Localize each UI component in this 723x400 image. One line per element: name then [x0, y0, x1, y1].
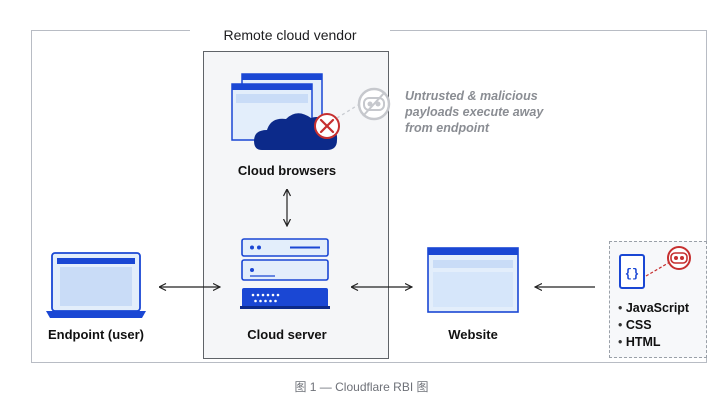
code-item: CSS [618, 317, 689, 334]
endpoint-label: Endpoint (user) [47, 327, 145, 342]
annotation-line: from endpoint [405, 121, 490, 135]
website-window-icon [427, 247, 519, 313]
annotation-line: payloads execute away [405, 105, 544, 119]
annotation-line: Untrusted & malicious [405, 89, 538, 103]
code-item: JavaScript [618, 300, 689, 317]
x-mark-icon [314, 113, 340, 139]
cloud-server-label: Cloud server [247, 327, 327, 342]
code-item: HTML [618, 334, 689, 351]
malware-mask-icon [357, 87, 391, 121]
figure-caption: 图 1 — Cloudflare RBI 图 [294, 380, 429, 394]
threat-annotation: Untrusted & malicious payloads execute a… [405, 88, 575, 136]
code-item-list: JavaScript CSS HTML [618, 300, 689, 351]
threat-mask-icon [667, 246, 691, 270]
svg-text:{}: {} [625, 267, 639, 281]
code-braces-icon: {} [619, 254, 645, 289]
website-label: Website [448, 327, 498, 342]
server-stack-icon [240, 238, 330, 309]
cloud-browsers-label: Cloud browsers [237, 163, 337, 178]
vendor-title: Remote cloud vendor [190, 27, 390, 43]
laptop-icon [46, 252, 146, 318]
